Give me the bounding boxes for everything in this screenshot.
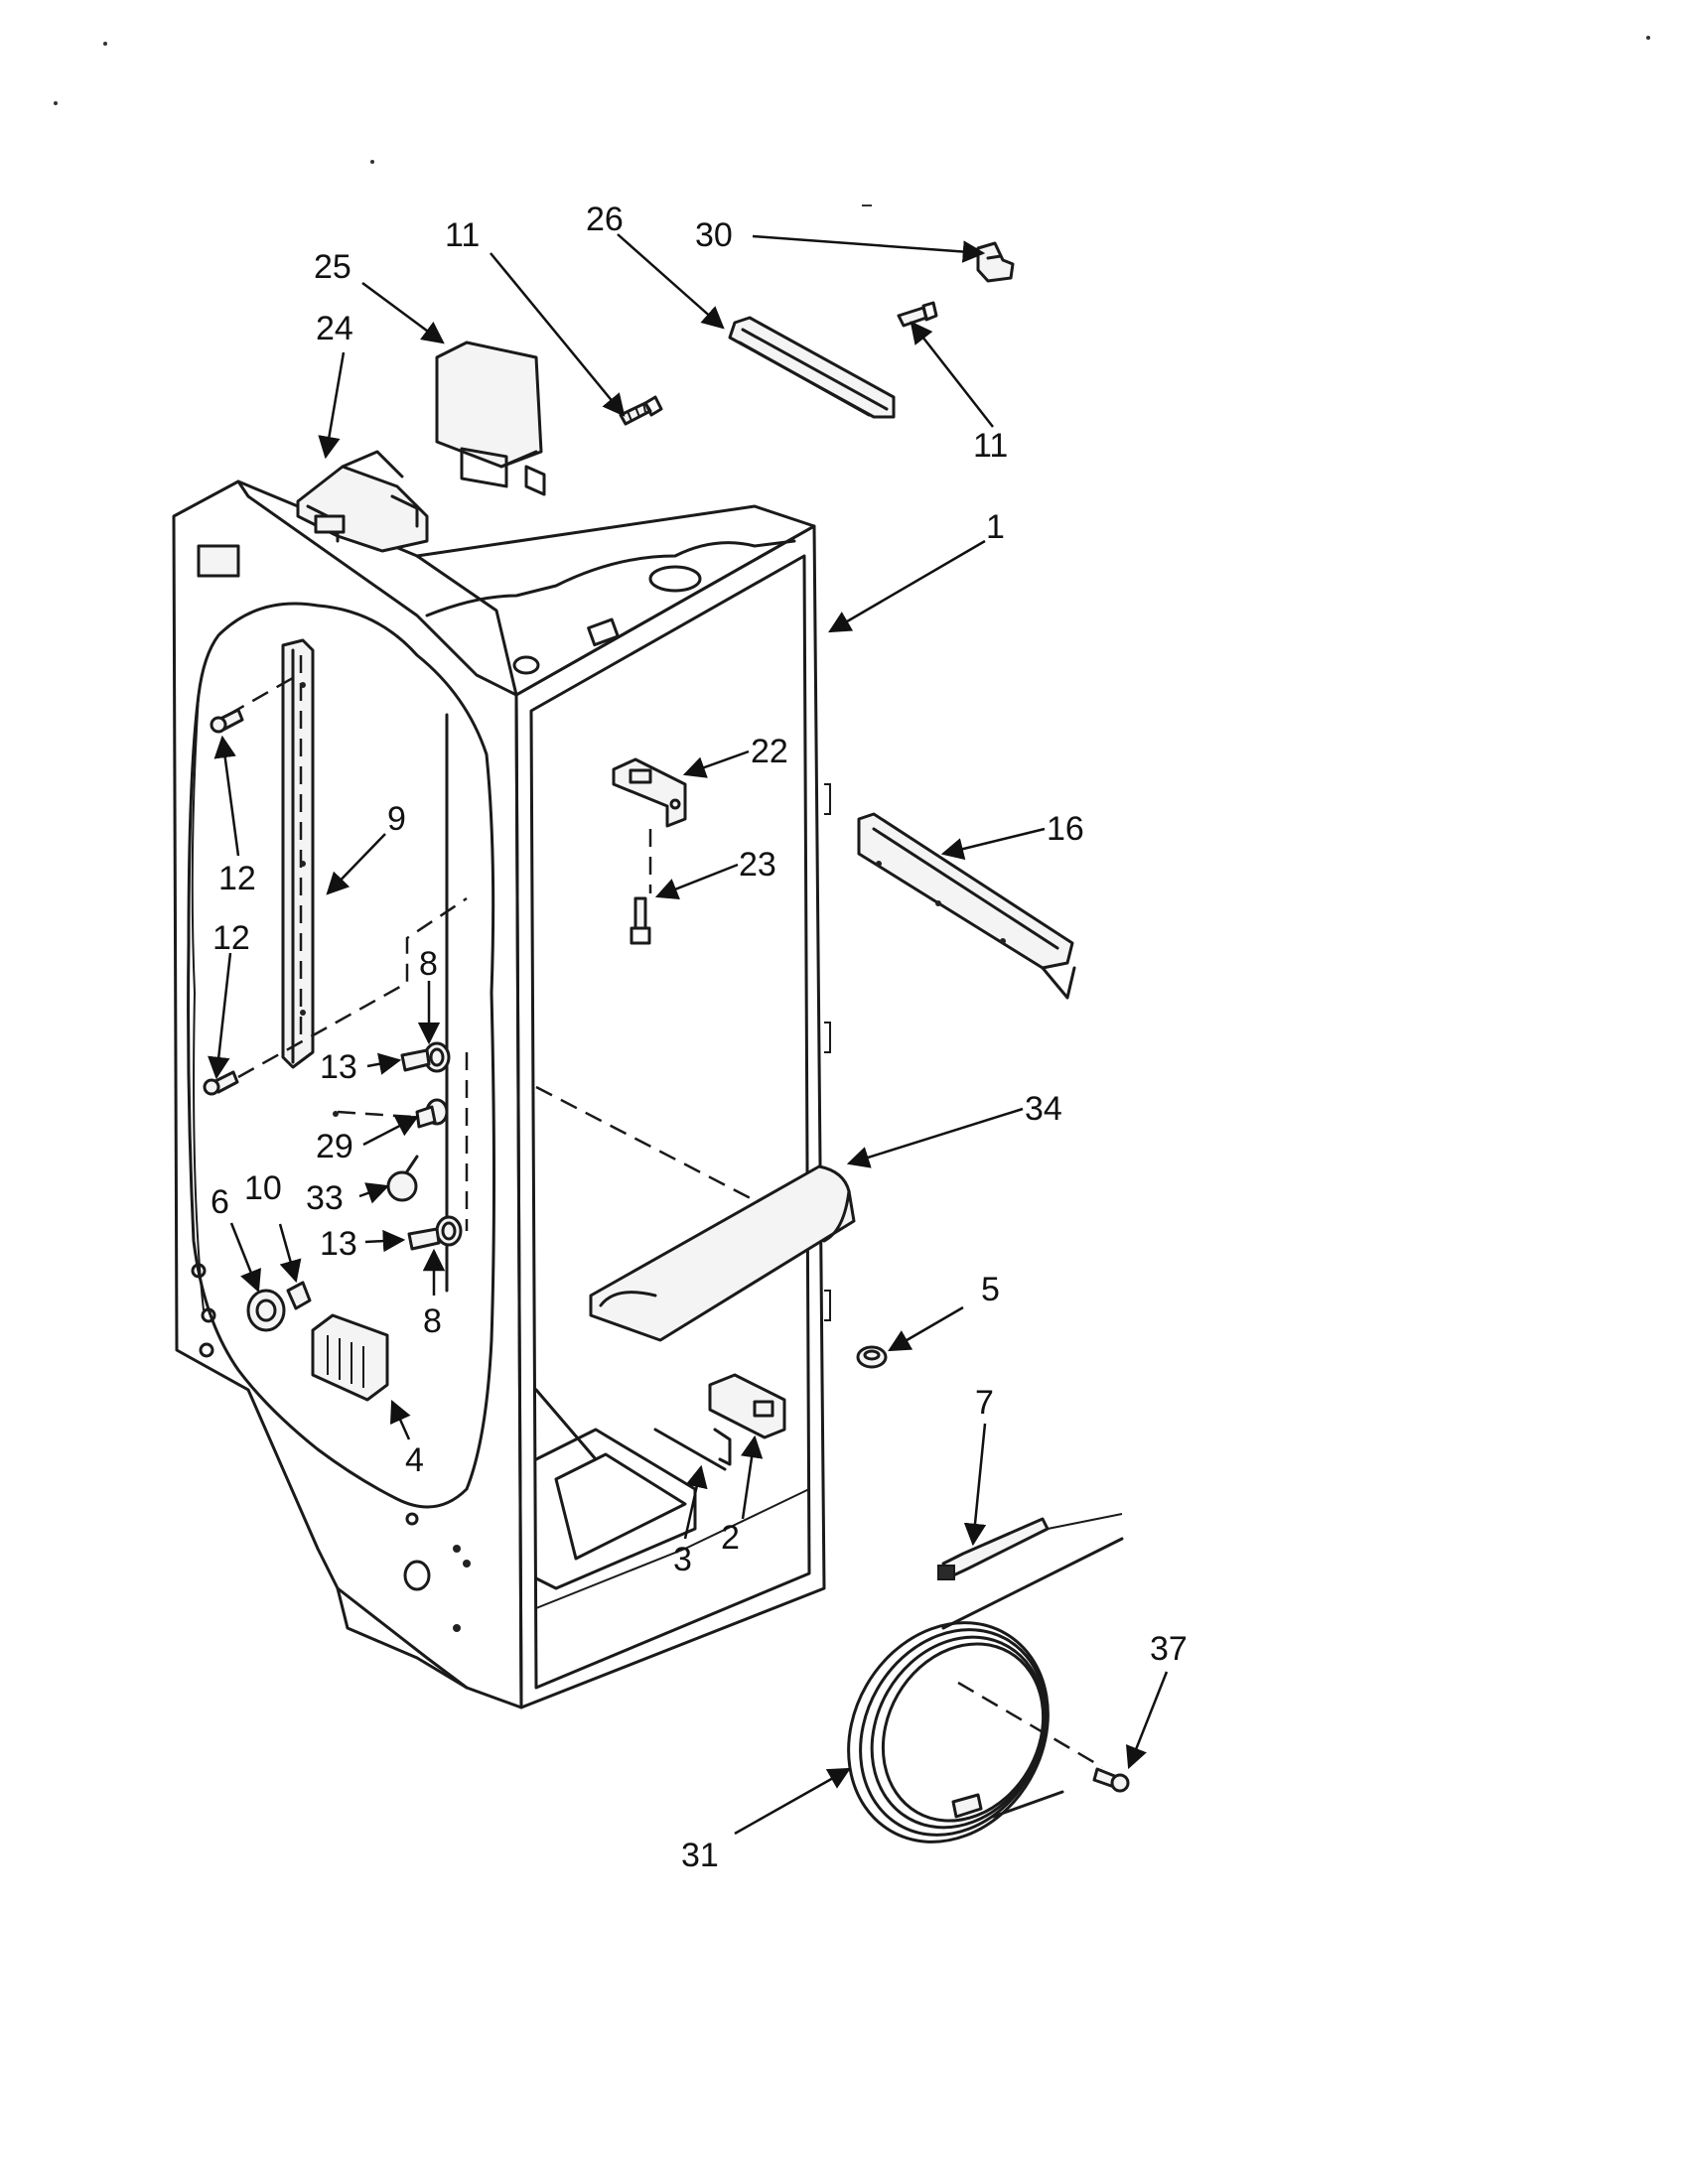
cover-34-part — [589, 1164, 856, 1342]
callout-23: 23 — [739, 846, 776, 884]
callout-33: 33 — [306, 1179, 344, 1217]
callout-10: 10 — [244, 1169, 282, 1207]
screw-12-lower — [203, 1070, 239, 1096]
callout-labels: 30 26 11 25 24 11 1 22 16 23 9 12 12 8 1… — [210, 201, 1188, 1874]
tubing-coil-31-part — [847, 1537, 1124, 1843]
callout-13-lower: 13 — [320, 1225, 357, 1263]
bracket-25-part — [435, 341, 546, 496]
grommet-5-part — [856, 1345, 888, 1369]
callout-29: 29 — [316, 1128, 353, 1165]
callout-13-upper: 13 — [320, 1048, 357, 1086]
screw-12-upper — [210, 708, 244, 734]
channel-16-part — [857, 812, 1076, 1000]
callout-1: 1 — [986, 508, 1005, 546]
callout-3: 3 — [673, 1541, 692, 1578]
callout-37: 37 — [1150, 1630, 1188, 1668]
callout-26: 26 — [586, 201, 624, 238]
leader-lines — [208, 233, 1169, 1836]
part-10 — [286, 1281, 312, 1310]
grille-4-part — [311, 1313, 389, 1402]
callout-25: 25 — [314, 248, 351, 286]
socket-29-part — [333, 1098, 449, 1129]
cable-tie-7-part — [937, 1513, 1123, 1580]
callout-30: 30 — [695, 216, 733, 254]
callout-31: 31 — [681, 1837, 719, 1874]
callout-16: 16 — [1047, 810, 1084, 848]
callout-11-top: 11 — [445, 216, 480, 254]
bracket-2-part — [708, 1373, 786, 1466]
bulb-33-part — [386, 1155, 419, 1202]
callout-4: 4 — [405, 1441, 424, 1479]
screw-37-part — [1092, 1767, 1130, 1793]
scan-specks — [54, 36, 1650, 206]
callout-6: 6 — [210, 1183, 229, 1221]
socket-8-upper — [400, 1041, 451, 1073]
callout-34: 34 — [1025, 1090, 1062, 1128]
cabinet-liner-part — [172, 479, 831, 1709]
screw-23-part — [630, 896, 651, 945]
knob-6-part — [246, 1289, 286, 1332]
clip-30-part — [976, 241, 1015, 283]
callout-22: 22 — [751, 733, 788, 770]
control-housing-part — [296, 450, 429, 553]
dash-12-upper — [227, 673, 299, 717]
callout-8-lower: 8 — [423, 1302, 442, 1340]
bracket-22-part — [612, 757, 687, 828]
vertical-rail-part — [281, 638, 449, 1293]
socket-8-lower — [407, 1215, 463, 1251]
callout-12-lower: 12 — [212, 919, 250, 957]
callout-5: 5 — [981, 1271, 1000, 1308]
callout-2: 2 — [721, 1519, 740, 1557]
screw-11-left — [619, 395, 663, 426]
callout-7: 7 — [975, 1384, 994, 1422]
top-rail-part — [728, 316, 896, 419]
callout-11-right: 11 — [973, 427, 1008, 465]
callout-12-upper: 12 — [218, 860, 256, 897]
callout-24: 24 — [316, 310, 353, 347]
bracket-3-part — [653, 1428, 727, 1471]
dash-12-lower — [237, 896, 468, 1079]
screw-11-right — [897, 301, 938, 328]
callout-9: 9 — [387, 800, 406, 838]
callout-8-upper: 8 — [419, 945, 438, 983]
